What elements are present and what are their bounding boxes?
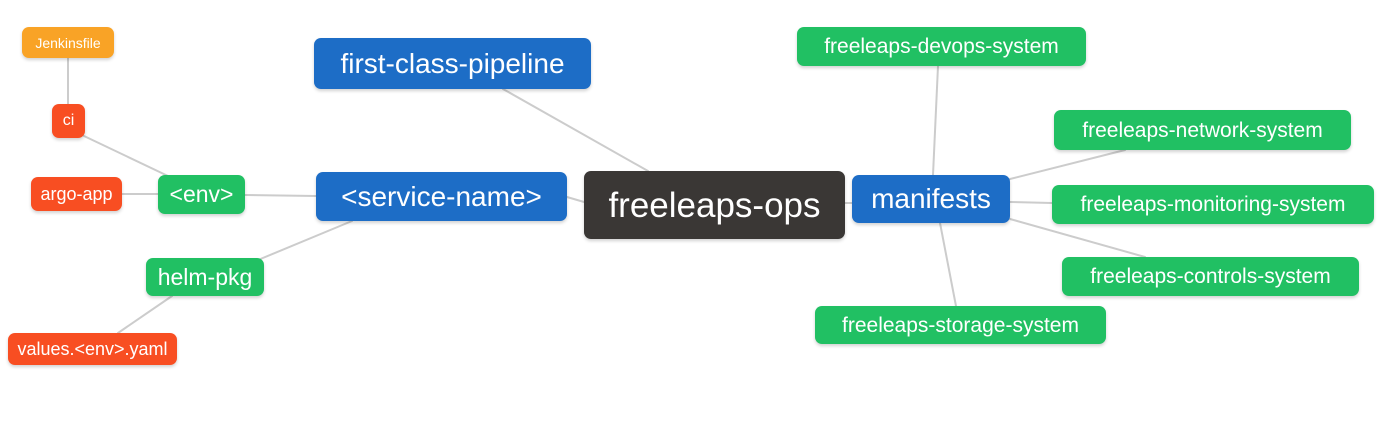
- edge-manifests--freeleaps-controls-system: [1009, 218, 1146, 258]
- node-first-class-pipeline[interactable]: first-class-pipeline: [314, 38, 591, 89]
- node-service-name[interactable]: <service-name>: [316, 172, 567, 221]
- edge-manifests--freeleaps-storage-system: [939, 222, 957, 307]
- node-jenkinsfile[interactable]: Jenkinsfile: [22, 27, 114, 58]
- edge-helm-pkg--values-env-yaml: [117, 295, 173, 334]
- node-freeleaps-devops-system[interactable]: freeleaps-devops-system: [797, 27, 1086, 66]
- node-env[interactable]: <env>: [158, 175, 245, 214]
- node-freeleaps-storage-system[interactable]: freeleaps-storage-system: [815, 306, 1106, 344]
- edge-service-name--freeleaps-ops: [566, 196, 585, 203]
- edge-manifests--freeleaps-devops-system: [932, 65, 939, 176]
- edge-env--service-name: [244, 194, 317, 197]
- node-manifests[interactable]: manifests: [852, 175, 1010, 223]
- node-helm-pkg[interactable]: helm-pkg: [146, 258, 264, 296]
- node-argo-app[interactable]: argo-app: [31, 177, 122, 211]
- edge-service-name--helm-pkg: [257, 220, 353, 261]
- node-freeleaps-network-system[interactable]: freeleaps-network-system: [1054, 110, 1351, 150]
- edge-ci--env: [83, 135, 169, 177]
- node-freeleaps-ops[interactable]: freeleaps-ops: [584, 171, 845, 239]
- edge-first-class-pipeline--freeleaps-ops: [502, 88, 649, 172]
- node-freeleaps-monitoring-system[interactable]: freeleaps-monitoring-system: [1052, 185, 1374, 224]
- node-freeleaps-controls-system[interactable]: freeleaps-controls-system: [1062, 257, 1359, 296]
- edge-manifests--freeleaps-monitoring-system: [1009, 201, 1053, 204]
- node-ci[interactable]: ci: [52, 104, 85, 138]
- node-values-env-yaml[interactable]: values.<env>.yaml: [8, 333, 177, 365]
- edge-manifests--freeleaps-network-system: [1009, 149, 1126, 180]
